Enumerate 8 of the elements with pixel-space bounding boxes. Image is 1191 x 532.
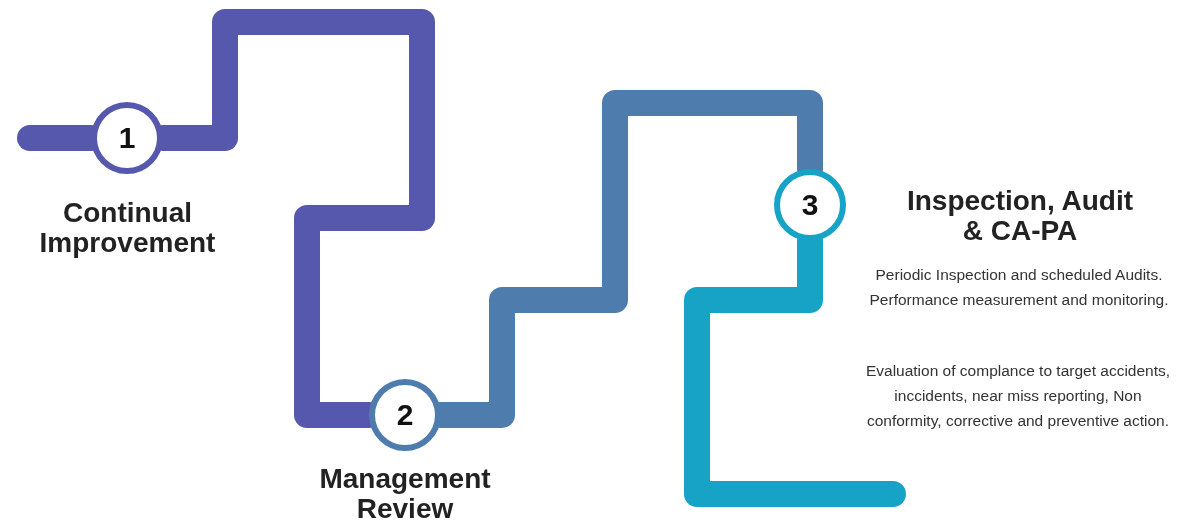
step-number: 2 [396, 398, 414, 432]
step-title: Continual Improvement [38, 198, 217, 258]
step-title: Inspection, Audit & CA-PA [905, 186, 1135, 246]
step-description: Periodic Inspection and scheduled Audits. Performance measurement and monitoring. [868, 265, 1170, 310]
step-description: Evaluation of complance to target accidents, inccidents, near miss reporting, Non conformity, corrective and preventive action. [864, 361, 1172, 431]
step-title: Management Review [318, 464, 492, 524]
step-number: 3 [801, 188, 819, 222]
step-number: 1 [118, 121, 136, 155]
